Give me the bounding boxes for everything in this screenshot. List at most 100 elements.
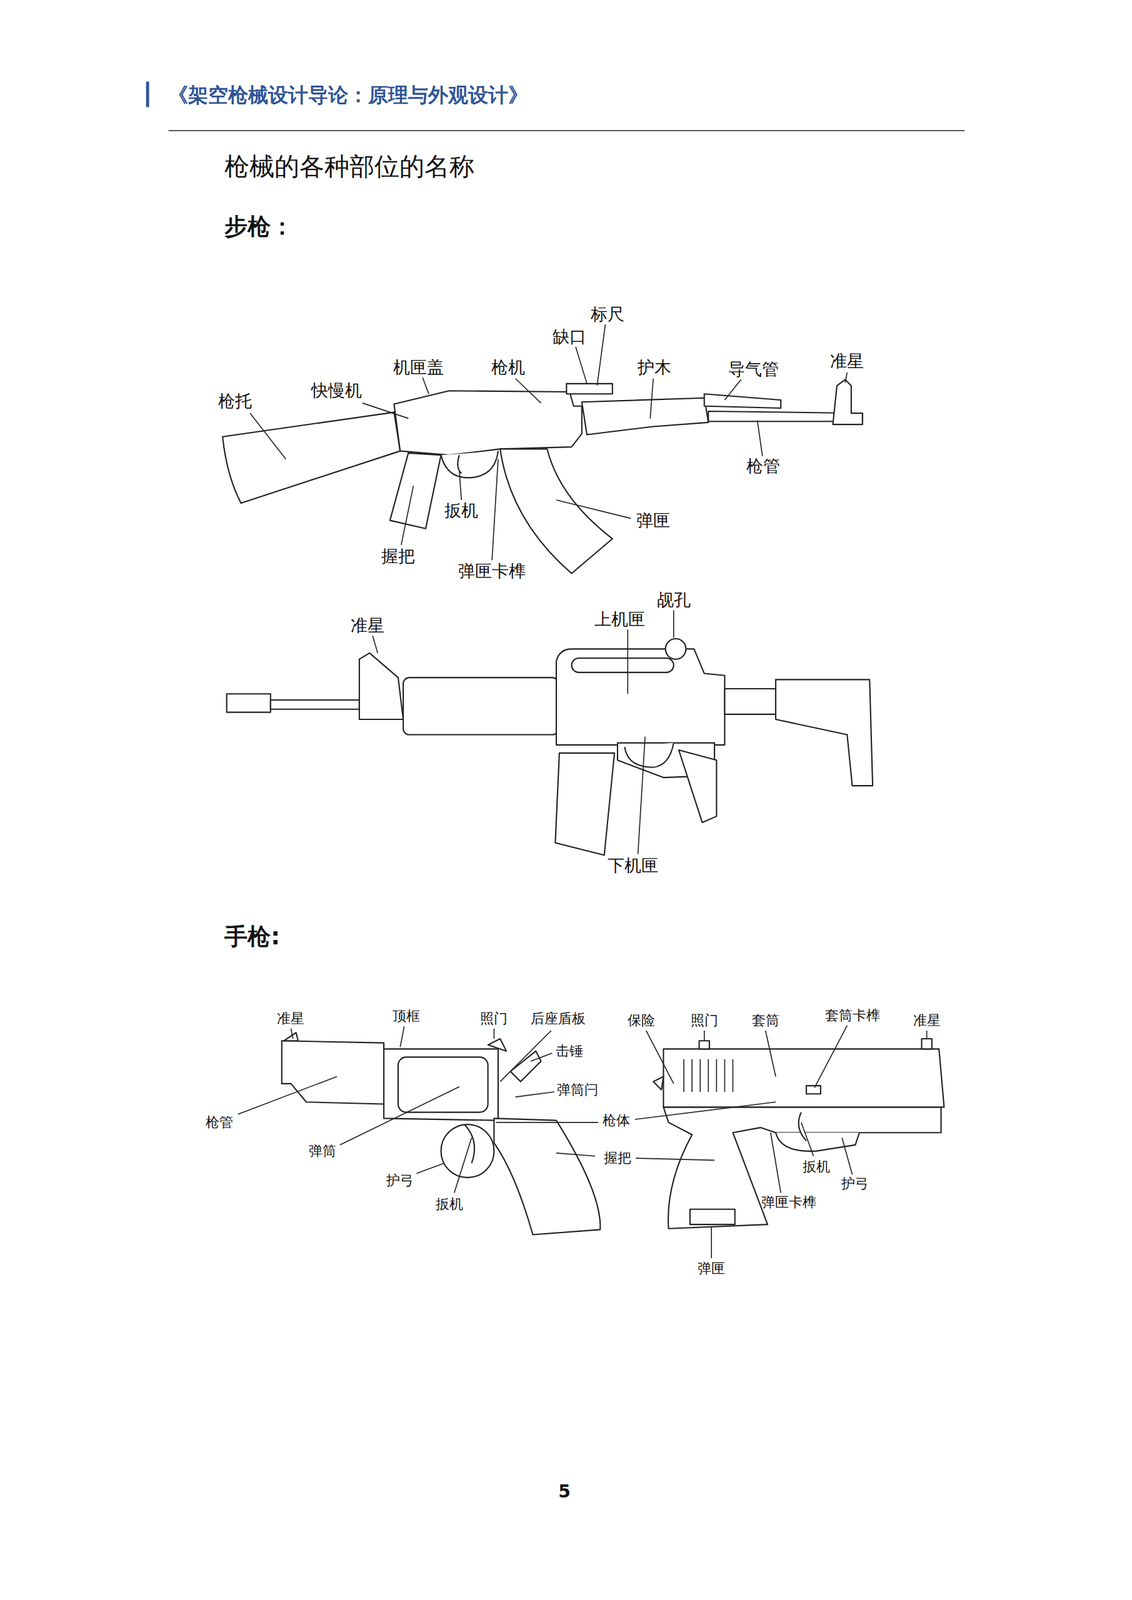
rifle-drawing [832,379,862,425]
part-label: 枪管 [746,456,781,477]
rifle-drawing [441,451,499,479]
part-label: 照门 [480,1010,508,1027]
carbine-drawing [665,638,687,660]
pistol-drawing [653,1076,664,1090]
part-label: 准星 [830,351,864,372]
leader-lines [626,629,629,694]
part-label: 护弓 [841,1175,869,1193]
part-label: 弹筒 [308,1143,337,1160]
rifle-drawing [222,412,401,504]
leader-lines [673,610,675,638]
leader-lines [635,1158,715,1161]
part-label: 顶框 [392,1008,421,1025]
revolver-drawing [398,1056,489,1112]
leader-lines [250,413,286,459]
section-heading: 手枪: [224,923,281,951]
revolver-drawing [488,1038,507,1052]
slide-serrations [683,1059,733,1092]
leader-lines [401,485,414,546]
section-heading: 步枪： [224,212,294,241]
leader-lines [340,1086,460,1146]
part-label: 枪体 [602,1112,631,1129]
leader-lines [515,378,542,404]
carbine-drawing [775,679,873,786]
carbine-drawing [226,638,873,856]
part-label: 护弓 [386,1172,414,1189]
leader-lines [650,378,654,419]
part-label: 弹匣 [636,510,671,531]
pistol-drawing [663,1048,944,1107]
revolver-drawing [383,1048,499,1121]
leader-lines [814,1025,847,1089]
leader-lines [724,379,741,401]
pistol-drawing [921,1038,932,1049]
leader-lines [515,1091,555,1097]
leader-lines [238,324,927,1259]
leader-lines [493,1028,496,1039]
part-label: 导气管 [728,359,779,380]
pistol-drawing [663,1106,941,1229]
header-bar [146,81,150,108]
carbine-drawing [555,753,615,856]
leader-lines [238,1076,337,1114]
leader-lines [926,1030,928,1039]
rifle-drawing [457,455,462,474]
leader-lines [765,1030,776,1077]
part-label: 机匣盖 [393,357,444,378]
revolver-drawing [283,1032,299,1041]
leader-lines [496,1121,599,1124]
part-label: 后座盾板 [530,1010,586,1027]
rifle-drawing [500,448,613,574]
rifle-drawing [581,398,709,436]
rifle-drawing [393,390,582,456]
pistol-drawing [806,1085,821,1094]
leader-lines [575,346,587,384]
carbine-drawing [403,677,559,735]
carbine-drawing [724,688,776,715]
leader-lines [841,1137,852,1175]
running-header: 《架空枪械设计导论：原理与外观设计》 [168,83,529,107]
part-label: 套筒 [751,1012,780,1029]
part-label: 上机匣 [594,609,646,630]
leader-lines [422,377,429,394]
part-label: 握把 [603,1150,632,1167]
part-label: 照门 [690,1012,719,1029]
leader-lines [596,324,606,386]
rifle-drawing [566,383,612,394]
leader-lines [646,1030,674,1084]
part-label: 枪管 [205,1114,234,1131]
leader-lines [801,1122,814,1157]
leader-lines [845,372,847,383]
part-label: 觇孔 [656,590,691,611]
part-label: 扳机 [435,1196,464,1213]
carbine-drawing [624,743,674,768]
part-label: 弹匣卡榫 [761,1193,817,1211]
pistol-drawing [699,1040,710,1049]
leader-lines [635,1101,776,1120]
leader-lines [556,500,631,519]
carbine-drawing [226,693,271,712]
carbine-drawing [556,648,725,745]
leader-lines [362,403,409,419]
carbine-drawing [571,658,674,673]
part-label: 扳机 [802,1158,831,1175]
pistol-drawing [775,1132,860,1152]
part-label: 枪托 [218,391,252,412]
revolver-drawing [493,1118,601,1235]
part-label: 枪机 [491,357,526,378]
leader-lines [638,736,646,855]
leader-lines [757,420,763,457]
rifle-drawing [390,453,442,529]
pistol-drawing [653,1038,944,1229]
part-label: 弹匣卡榫 [458,561,526,582]
rifle-drawing [704,393,781,409]
leader-lines [416,1163,444,1174]
carbine-drawing [270,700,360,710]
part-label: 准星 [350,615,385,636]
pistol-drawing [690,1209,736,1225]
carbine-drawing [359,653,404,720]
header-rule [168,130,965,132]
part-label: 套筒卡榫 [825,1007,881,1024]
revolver-drawing [281,1040,384,1104]
